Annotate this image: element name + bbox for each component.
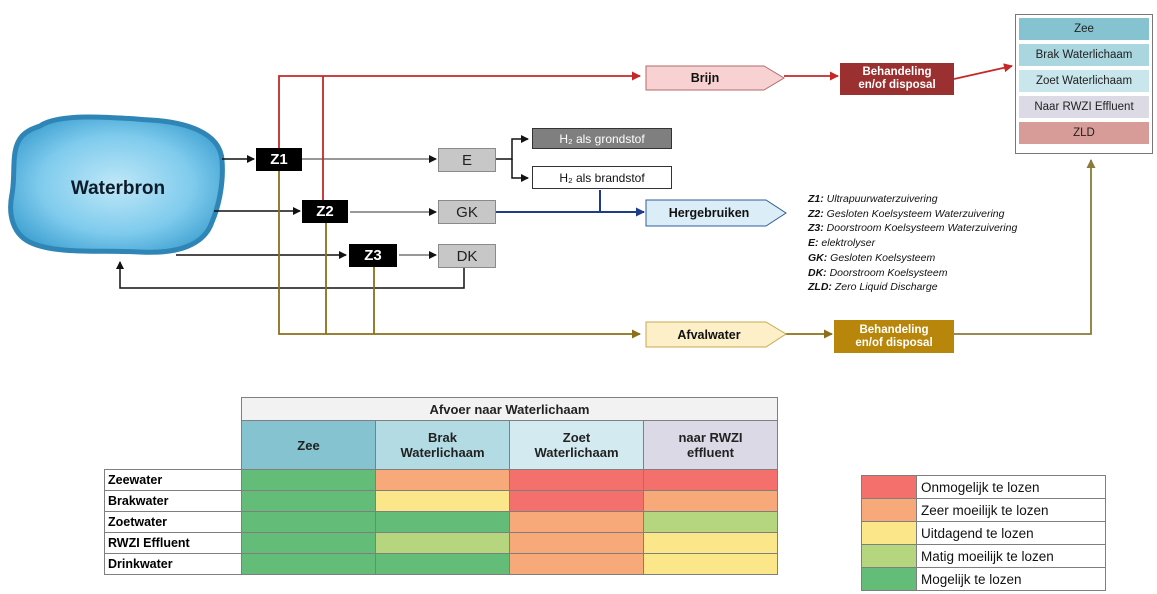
row-header: RWZI Effluent bbox=[104, 532, 242, 554]
rating-cell bbox=[241, 553, 376, 575]
column-header-zee: Zee bbox=[241, 420, 376, 470]
abbr-item: Z2: Gesloten Koelsysteem Waterzuivering bbox=[808, 207, 1005, 220]
matrix-row: Brakwater bbox=[104, 490, 778, 512]
reuse-arrow-shape bbox=[645, 199, 787, 227]
abbr-item: Z1: Ultrapuurwaterzuivering bbox=[808, 193, 938, 205]
brine-treatment-box[interactable]: Behandeling en/of disposal bbox=[840, 63, 954, 95]
abbr-item: DK: Doorstroom Koelsysteem bbox=[808, 266, 948, 279]
legend-item: Matig moeilijk te lozen bbox=[861, 544, 1106, 567]
flow-brine-z1 bbox=[278, 71, 641, 148]
legend-swatch bbox=[862, 499, 917, 521]
waste-treatment-line1: Behandeling bbox=[859, 323, 929, 336]
legend-label: Matig moeilijk te lozen bbox=[921, 548, 1054, 564]
matrix-row: Drinkwater bbox=[104, 553, 778, 575]
legend-swatch bbox=[862, 545, 917, 567]
row-header: Zoetwater bbox=[104, 511, 242, 533]
legend-swatch bbox=[862, 568, 917, 590]
legend-label: Uitdagend te lozen bbox=[921, 525, 1034, 541]
destination-zoet[interactable]: Zoet Waterlichaam bbox=[1019, 70, 1149, 92]
matrix-row: Zoetwater bbox=[104, 511, 778, 533]
rating-cell bbox=[643, 469, 778, 491]
brine-label: Brijn bbox=[690, 71, 720, 85]
rating-cell bbox=[509, 469, 644, 491]
rating-cell bbox=[375, 469, 510, 491]
flow-e-h2-fuel bbox=[511, 159, 529, 182]
row-header: Drinkwater bbox=[104, 553, 242, 575]
water-source-blob bbox=[8, 114, 225, 255]
destination-brak[interactable]: Brak Waterlichaam bbox=[1019, 44, 1149, 66]
brine-treatment-line1: Behandeling bbox=[862, 66, 932, 78]
node-h2-feedstock[interactable]: H₂ als grondstof bbox=[532, 128, 672, 149]
legend-item: Onmogelijk te lozen bbox=[861, 475, 1106, 498]
legend-label: Onmogelijk te lozen bbox=[921, 479, 1040, 495]
legend-item: Uitdagend te lozen bbox=[861, 521, 1106, 544]
brine-arrow-shape bbox=[645, 65, 785, 91]
rating-cell bbox=[643, 511, 778, 533]
water-source-label: Waterbron bbox=[70, 178, 166, 199]
node-h2-fuel[interactable]: H₂ als brandstof bbox=[532, 166, 672, 189]
waste-treatment-line2: en/of disposal bbox=[855, 336, 933, 349]
rating-cell bbox=[241, 532, 376, 554]
node-electrolyser[interactable]: E bbox=[438, 148, 496, 172]
reuse-label: Hergebruiken bbox=[668, 206, 750, 220]
rating-cell bbox=[241, 511, 376, 533]
flow-waste-z1 bbox=[278, 170, 641, 339]
abbr-item: ZLD: Zero Liquid Discharge bbox=[808, 281, 938, 294]
destination-zld[interactable]: ZLD bbox=[1019, 122, 1149, 144]
matrix-corner bbox=[105, 421, 242, 470]
rating-cell bbox=[509, 553, 644, 575]
matrix-row: Zeewater bbox=[104, 469, 778, 491]
rating-cell bbox=[643, 553, 778, 575]
destination-zee[interactable]: Zee bbox=[1019, 18, 1149, 40]
node-z1[interactable]: Z1 bbox=[256, 148, 302, 171]
matrix-corner bbox=[105, 398, 242, 421]
rating-cell bbox=[375, 490, 510, 512]
rating-cell bbox=[643, 532, 778, 554]
wastewater-arrow-shape bbox=[645, 321, 787, 348]
flow-waste-destination bbox=[954, 159, 1096, 335]
flow-e-h2-feedstock bbox=[496, 135, 529, 160]
legend-item: Zeer moeilijk te lozen bbox=[861, 498, 1106, 521]
legend-item: Mogelijk te lozen bbox=[861, 567, 1106, 591]
legend-label: Zeer moeilijk te lozen bbox=[921, 502, 1049, 518]
legend-swatch bbox=[862, 476, 917, 498]
destination-rwzi[interactable]: Naar RWZI Effluent bbox=[1019, 96, 1149, 118]
matrix-row: RWZI Effluent bbox=[104, 532, 778, 554]
wastewater-label: Afvalwater bbox=[677, 327, 741, 342]
abbreviation-legend: Z1: Ultrapuurwaterzuivering Z2: Gesloten… bbox=[808, 192, 1017, 295]
row-header: Brakwater bbox=[104, 490, 242, 512]
rating-cell bbox=[643, 490, 778, 512]
rating-cell bbox=[509, 490, 644, 512]
abbr-item: GK: Gesloten Koelsysteem bbox=[808, 251, 936, 264]
brine-treatment-line2: en/of disposal bbox=[858, 79, 936, 91]
rating-cell bbox=[241, 490, 376, 512]
rating-cell bbox=[375, 553, 510, 575]
node-z2[interactable]: Z2 bbox=[302, 200, 348, 223]
node-z3[interactable]: Z3 bbox=[349, 244, 397, 267]
rating-cell bbox=[509, 532, 644, 554]
node-once-through-cooling[interactable]: DK bbox=[438, 244, 496, 268]
matrix-title: Afvoer naar Waterlichaam bbox=[241, 397, 778, 421]
row-header: Zeewater bbox=[104, 469, 242, 491]
destination-list: Zee Brak Waterlichaam Zoet Waterlichaam … bbox=[1015, 14, 1153, 154]
abbr-item: E: elektrolyser bbox=[808, 237, 876, 250]
flow-dk-return bbox=[116, 261, 465, 289]
legend-label: Mogelijk te lozen bbox=[921, 571, 1022, 587]
flow-brine-destination bbox=[953, 63, 1013, 80]
legend-swatch bbox=[862, 522, 917, 544]
node-closed-cooling[interactable]: GK bbox=[438, 200, 496, 224]
waste-treatment-box[interactable]: Behandeling en/of disposal bbox=[834, 320, 954, 353]
rating-cell bbox=[509, 511, 644, 533]
abbr-item: Z3: Doorstroom Koelsysteem Waterzuiverin… bbox=[808, 222, 1018, 235]
rating-cell bbox=[375, 532, 510, 554]
rating-cell bbox=[241, 469, 376, 491]
rating-cell bbox=[375, 511, 510, 533]
